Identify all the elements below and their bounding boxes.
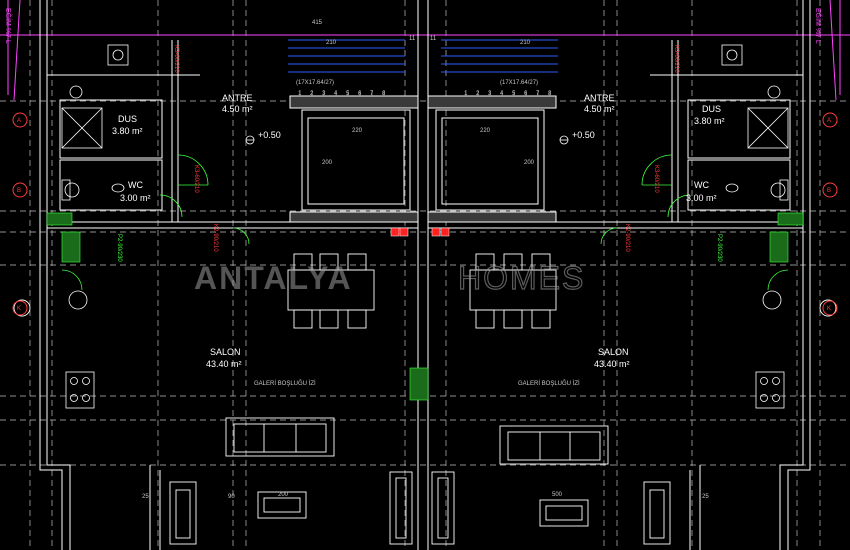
step-number: 2	[310, 91, 314, 97]
dim-lift-200-b: 200	[524, 160, 535, 166]
antre-left-name: ANTRE	[222, 93, 253, 103]
dim-25-b: 25	[702, 494, 709, 500]
watermark-homes: HOMES	[458, 260, 585, 296]
antre-right-area: 4.50 m²	[584, 104, 615, 114]
slope-lines	[0, 0, 850, 101]
tag-k-right: K	[827, 306, 831, 312]
dim-500: 500	[552, 492, 563, 498]
step-number: 6	[358, 91, 362, 97]
salon-left-area: 43.40 m²	[206, 359, 242, 369]
dim-210-a: 210	[326, 40, 337, 46]
tag-a-left: A	[17, 118, 21, 124]
tag-a-right: A	[827, 118, 831, 124]
stair-spec-left: (17X17.64/27)	[296, 80, 334, 86]
furniture	[13, 253, 837, 545]
wall-hatch	[46, 212, 804, 401]
dus-right-area: 3.80 m²	[694, 116, 725, 126]
step-number: 3	[488, 91, 492, 97]
dim-lift-220-b: 220	[480, 128, 491, 134]
step-number: 6	[524, 91, 528, 97]
exterior-walls	[39, 0, 811, 550]
dim-90: 90	[228, 494, 235, 500]
tag-k-left: K	[17, 306, 21, 312]
dim-lift-200-a: 200	[322, 160, 333, 166]
dus-left-name: DUS	[118, 114, 137, 124]
dus-right-name: DUS	[702, 104, 721, 114]
dim-11-b: 11	[430, 36, 437, 42]
wc-left-area: 3.00 m²	[120, 193, 151, 203]
dim-200: 200	[278, 492, 289, 498]
door-tag-4: K3-60/210	[673, 45, 679, 73]
electrical-boxes	[390, 227, 450, 237]
level-right: +0.50	[572, 130, 595, 140]
salon-right-area: 43.40 m²	[594, 359, 630, 369]
antre-right-name: ANTRE	[584, 93, 615, 103]
step-number: 5	[512, 91, 516, 97]
salon-left-name: SALON	[210, 347, 241, 357]
dim-415: 415	[312, 20, 323, 26]
step-number: 8	[548, 91, 552, 97]
gallery-left: GALERİ BOŞLUĞU İZİ	[254, 380, 316, 387]
antre-left-area: 4.50 m²	[222, 104, 253, 114]
level-markers	[245, 135, 569, 145]
door-tag-2: K3-60/210	[193, 165, 199, 193]
gallery-right: GALERİ BOŞLUĞU İZİ	[518, 380, 580, 387]
stair-step-numbers-left: 1 2 3 4 5 6 7 8	[298, 91, 386, 97]
window-tag-1: P2-90/230	[116, 234, 122, 262]
dus-left-area: 3.80 m²	[112, 126, 143, 136]
wc-right-area: 3.00 m²	[686, 193, 717, 203]
watermark-antalya: ANTALYA	[194, 260, 353, 296]
door-tag-1: K3-60/210	[173, 45, 179, 73]
window-tag-2: P2-90/230	[716, 234, 722, 262]
step-number: 4	[334, 91, 338, 97]
step-number: 1	[464, 91, 468, 97]
step-number: 1	[298, 91, 302, 97]
step-number: 8	[382, 91, 386, 97]
stair-core	[288, 39, 558, 223]
wc-right-name: WC	[694, 180, 709, 190]
stair-step-numbers-right: 1 2 3 4 5 6 7 8	[464, 91, 552, 97]
dim-25-a: 25	[142, 494, 149, 500]
step-number: 2	[476, 91, 480, 97]
level-left: +0.50	[258, 130, 281, 140]
step-number: 7	[370, 91, 374, 97]
step-number: 3	[322, 91, 326, 97]
dim-11-a: 11	[409, 36, 416, 42]
step-number: 4	[500, 91, 504, 97]
door-tag-6: K2-90/210	[624, 224, 630, 252]
step-number: 7	[536, 91, 540, 97]
salon-right-name: SALON	[598, 347, 629, 357]
slope-label-right: EĞİM %7 L	[814, 8, 823, 44]
tag-b-right: B	[827, 188, 831, 194]
door-tag-3: K2-90/210	[212, 224, 218, 252]
slope-label-left: EĞİM %7 L	[4, 8, 13, 44]
wc-left-name: WC	[128, 180, 143, 190]
tag-b-left: B	[17, 188, 21, 194]
stair-spec-right: (17X17.64/27)	[500, 80, 538, 86]
step-number: 5	[346, 91, 350, 97]
dim-lift-220-a: 220	[352, 128, 363, 134]
door-swings	[61, 154, 789, 291]
dim-210-b: 210	[520, 40, 531, 46]
bathroom-fixtures	[61, 44, 789, 409]
section-tags	[12, 112, 838, 316]
door-tag-5: K3-60/210	[653, 165, 659, 193]
